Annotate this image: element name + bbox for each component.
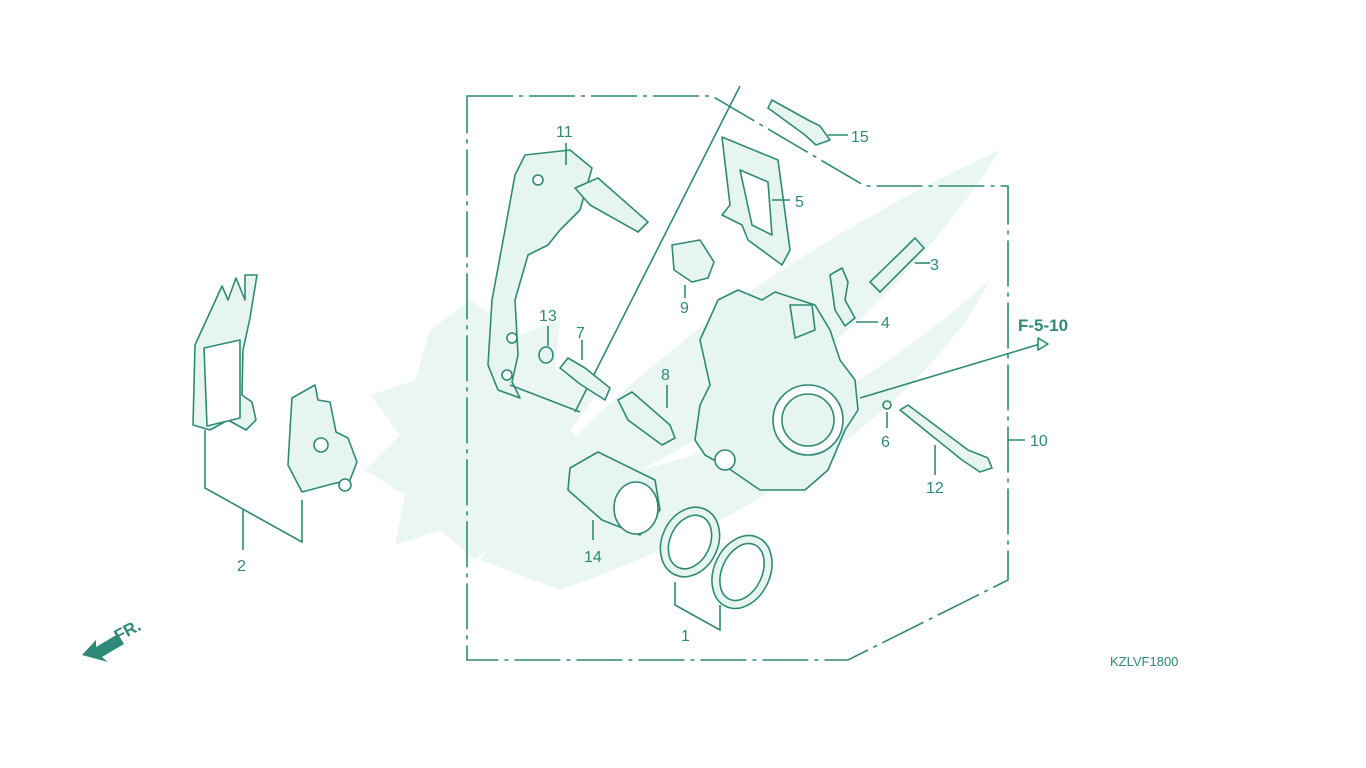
reference-label: F-5-10 <box>1018 316 1068 335</box>
callout-9: 9 <box>680 300 689 317</box>
callout-3: 3 <box>930 257 939 274</box>
seal-leader-line <box>674 582 721 632</box>
bolt-part <box>767 99 831 146</box>
callout-8: 8 <box>661 367 670 384</box>
bleeder-cap-part <box>829 267 856 327</box>
callout-15: 15 <box>851 129 869 146</box>
callout-1: 1 <box>681 628 690 645</box>
assembly-frame <box>466 95 1009 661</box>
callout-6: 6 <box>881 434 890 451</box>
reference-arrowhead <box>1037 337 1049 351</box>
callout-10: 10 <box>1030 433 1048 450</box>
callout-4: 4 <box>881 315 890 332</box>
front-direction-arrow-icon <box>82 634 124 662</box>
pad-leader-line <box>204 430 303 544</box>
caliper-bracket <box>487 149 649 399</box>
callout-2: 2 <box>237 558 246 575</box>
callout-13: 13 <box>539 308 557 325</box>
seal-rings <box>659 506 773 610</box>
callout-14: 14 <box>584 549 602 566</box>
bracket-base-line <box>509 384 581 413</box>
bleeder-valve-part <box>869 237 925 293</box>
figure-code: KZLVF1800 <box>1110 654 1178 669</box>
callout-11: 11 <box>556 124 573 141</box>
washer-part <box>882 400 892 410</box>
sleeve-part <box>617 391 676 446</box>
pin-part <box>899 404 993 473</box>
boot-part <box>671 239 715 283</box>
callout-7: 7 <box>576 325 585 342</box>
frame-divider-line <box>574 85 741 413</box>
pad-spring-part <box>721 136 791 266</box>
callout-5: 5 <box>795 194 804 211</box>
small-boot-part <box>538 346 554 364</box>
reference-leader-line <box>859 343 1041 399</box>
callout-12: 12 <box>926 480 944 497</box>
piston-part <box>567 451 661 536</box>
pin-bolt-part <box>559 357 611 401</box>
brake-pad-set <box>192 274 358 493</box>
caliper-body <box>694 289 859 491</box>
